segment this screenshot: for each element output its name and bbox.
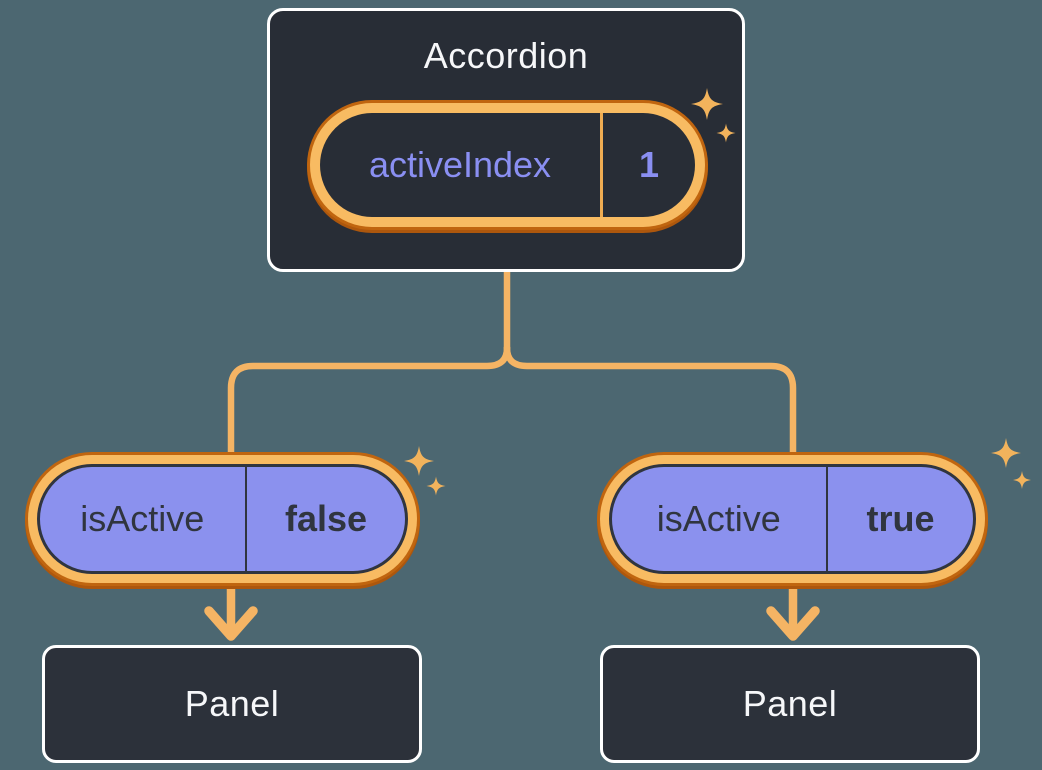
state-pill-label: activeIndex — [368, 144, 552, 185]
sparkle-icon — [426, 476, 446, 496]
prop-pill-right-body: isActive true — [609, 464, 976, 574]
sparkle-icon — [404, 446, 434, 476]
prop-pill-right: isActive true — [600, 455, 985, 583]
state-pill-divider — [600, 113, 603, 217]
accordion-title: Accordion — [423, 35, 589, 76]
prop-pill-right-label: isActive — [656, 498, 781, 539]
prop-pill-left: isActive false — [28, 455, 417, 583]
panel-box-right: Panel — [600, 645, 980, 763]
state-pill-value: 1 — [638, 144, 660, 185]
prop-pill-left-value: false — [284, 498, 368, 539]
state-pill-body: activeIndex 1 — [320, 113, 695, 217]
prop-pill-left-body: isActive false — [37, 464, 408, 574]
connector-branch-left — [227, 344, 511, 469]
arrow-right-head — [766, 606, 820, 641]
prop-pill-right-divider — [825, 467, 828, 571]
panel-box-left: Panel — [42, 645, 422, 763]
connector-branch-right — [503, 344, 797, 469]
prop-pill-left-divider — [244, 467, 247, 571]
prop-pill-left-label: isActive — [80, 498, 205, 539]
state-pill: activeIndex 1 — [310, 103, 705, 227]
prop-pill-right-value: true — [866, 498, 935, 539]
arrow-left-head — [204, 606, 258, 641]
sparkle-icon — [991, 438, 1021, 468]
sparkle-icon — [1013, 471, 1031, 489]
